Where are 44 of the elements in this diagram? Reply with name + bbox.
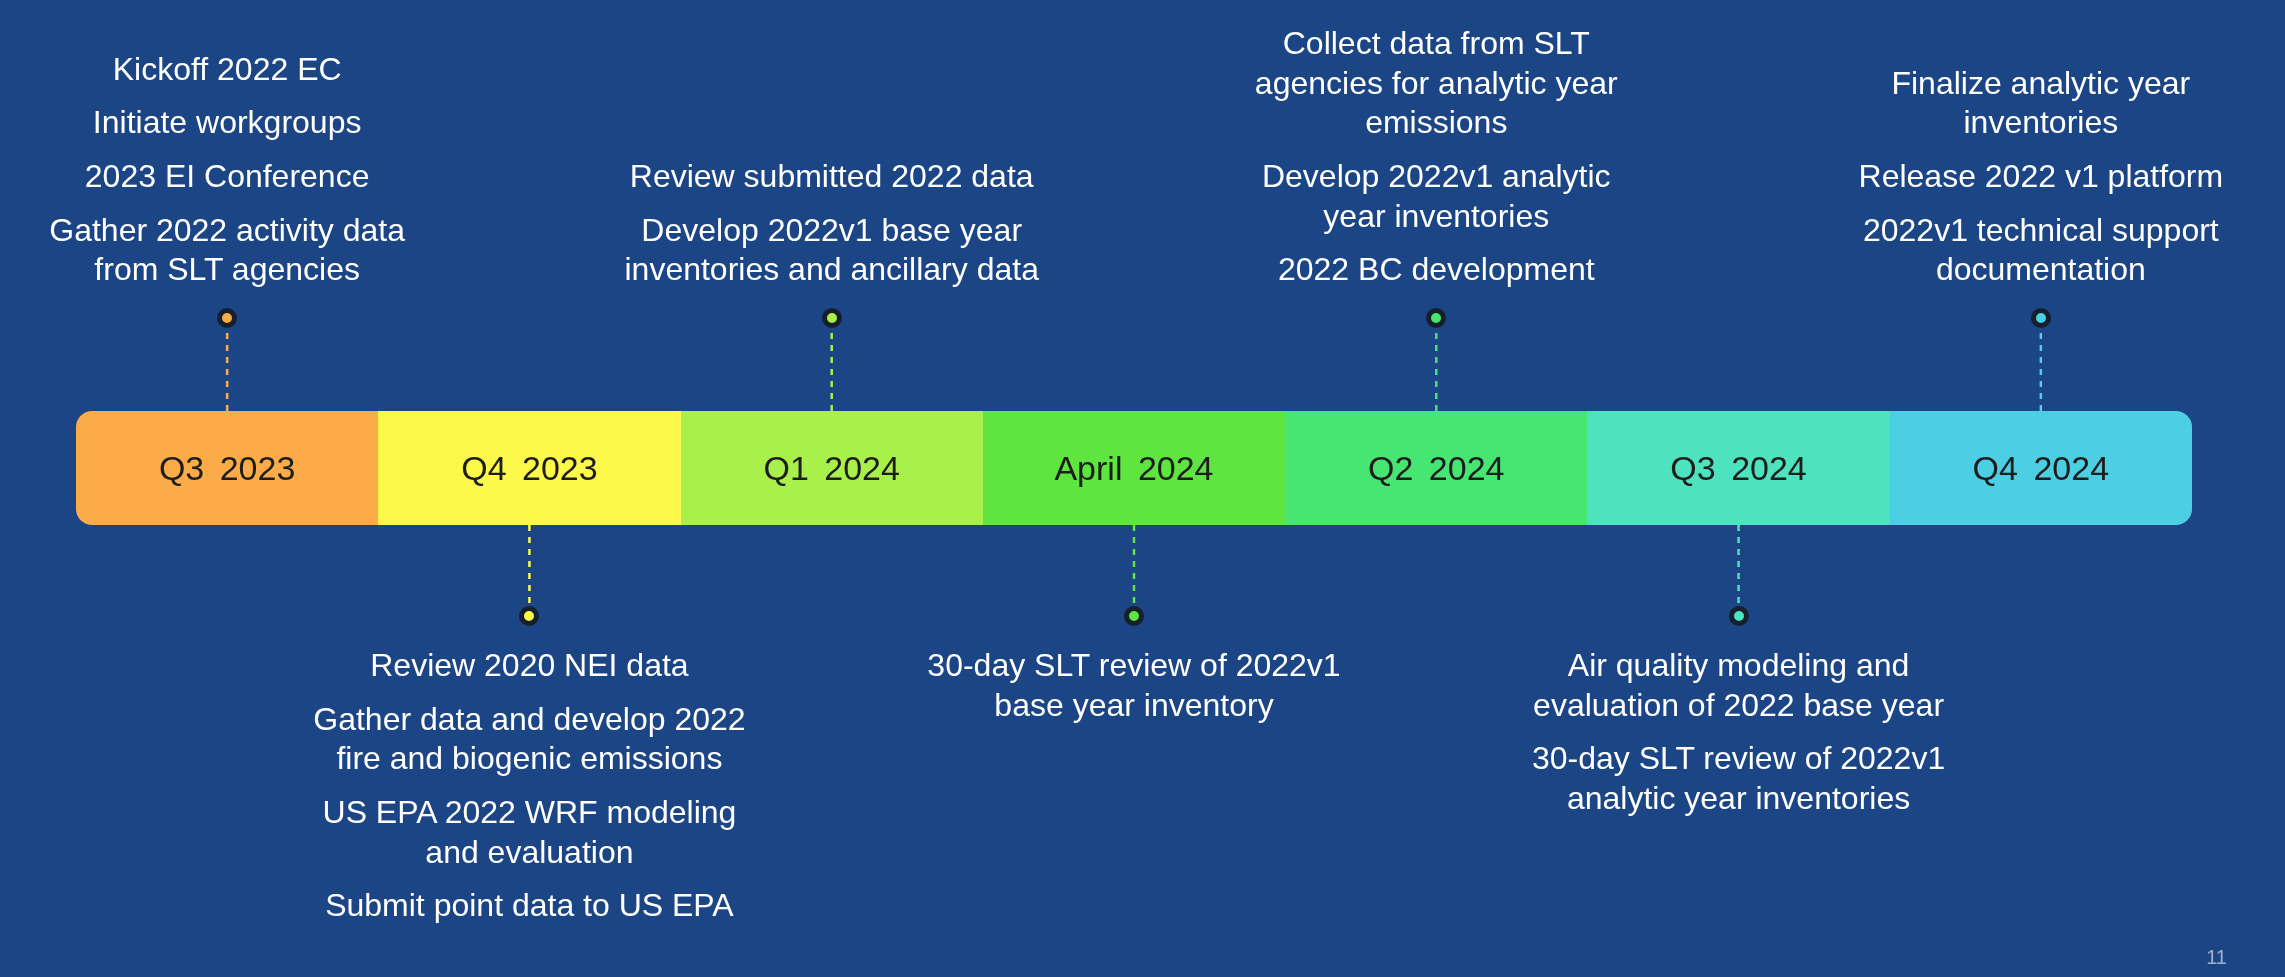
timeline-segment (378, 411, 681, 525)
period-label: Q1 2024 (763, 448, 900, 488)
milestone-text: US EPA 2022 WRF modeling and evaluation (321, 793, 738, 872)
milestone-dot (1728, 606, 1749, 626)
milestone-dot (821, 308, 842, 328)
period-label: Q3 2024 (1670, 448, 1807, 488)
milestone-text: Review 2020 NEI data (370, 646, 689, 685)
milestone-text: Submit point data to US EPA (325, 886, 734, 926)
page-number: 11 (2206, 946, 2227, 969)
period-label: Q2 2024 (1368, 448, 1505, 488)
milestone-text: 2023 EI Conference (84, 157, 370, 196)
timeline-segment (1285, 411, 1588, 525)
milestone-text: Finalize analytic year inventories (1890, 63, 2192, 143)
dashed-connector (1737, 525, 1740, 606)
milestone-text: Review submitted 2022 data (629, 157, 1034, 196)
milestone-text: Gather 2022 activity data from SLT agencies (48, 210, 406, 290)
milestone-text: 2022v1 technical support documentation (1861, 210, 2220, 290)
dashed-connector (528, 525, 531, 606)
period-label: April 2024 (1054, 448, 1214, 488)
milestone-text: Release 2022 v1 platform (1858, 157, 2224, 196)
milestone-text: 30-day SLT review of 2022v1 analytic year inventories (1530, 739, 1947, 818)
dashed-connector (1132, 525, 1136, 606)
milestone-dot (519, 606, 540, 626)
milestone-text: Gather data and develop 2022 fire and biogenic emissions (312, 699, 747, 779)
period-label: Q4 2024 (1972, 448, 2110, 488)
milestone-dot (2030, 308, 2051, 328)
milestone-dot (1124, 606, 1144, 626)
milestone-text: Kickoff 2022 EC (112, 49, 342, 89)
timeline-segment (76, 411, 379, 525)
milestone-text: Air quality modeling and evaluation of 2022 base year (1532, 646, 1946, 725)
milestone-text: Initiate workgroups (92, 103, 362, 143)
timeline-segment (1587, 411, 1890, 525)
milestone-dot (1426, 308, 1447, 328)
period-label: Q4 2023 (461, 448, 598, 488)
timeline-segment (982, 411, 1286, 525)
milestone-text: 30-day SLT review of 2022v1 base year inventory (926, 646, 1342, 725)
timeline-segment (680, 411, 983, 525)
milestone-dot (217, 308, 238, 328)
period-label: Q3 2023 (158, 448, 296, 488)
timeline-segment (1889, 411, 2192, 525)
milestone-text: Develop 2022v1 analytic year inventories (1260, 157, 1612, 236)
milestone-text: 2022 BC development (1277, 250, 1595, 290)
milestone-text: Collect data from SLT agencies for analytic year emissions (1253, 23, 1619, 143)
milestone-text: Develop 2022v1 base year inventories and ancillary data (624, 210, 1040, 290)
